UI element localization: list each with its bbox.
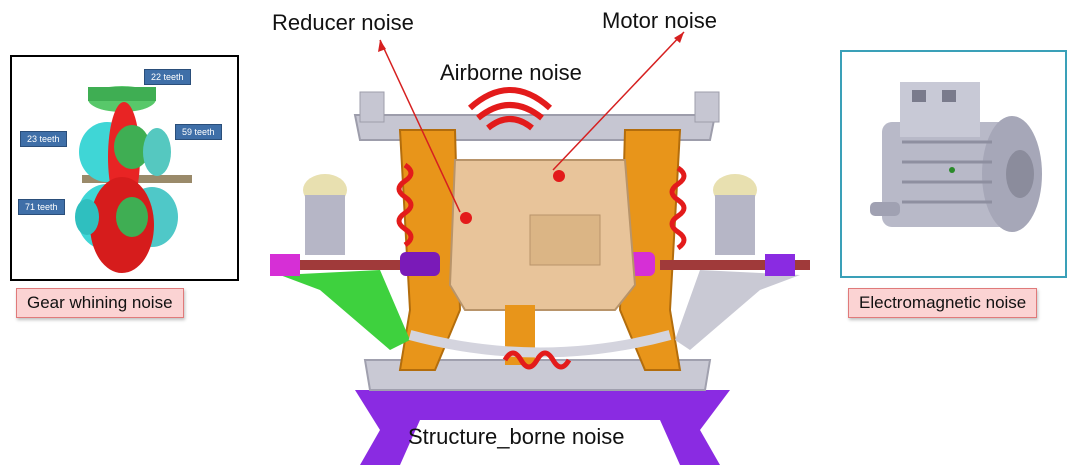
motor-panel bbox=[840, 50, 1067, 278]
electric-motor-illustration bbox=[870, 82, 1042, 232]
tooth-label-71: 71 teeth bbox=[18, 199, 65, 215]
tooth-label-23: 23 teeth bbox=[20, 131, 67, 147]
tooth-label-59: 59 teeth bbox=[175, 124, 222, 140]
motor-noise-label: Motor noise bbox=[602, 8, 717, 33]
electromagnetic-noise-label: Electromagnetic noise bbox=[848, 288, 1038, 318]
gear-train-illustration bbox=[75, 86, 192, 273]
gear-panel: 22 teeth 23 teeth 59 teeth 71 teeth bbox=[10, 55, 239, 281]
tooth-label-22: 22 teeth bbox=[144, 69, 191, 85]
gear-whining-noise-label: Gear whining noise bbox=[16, 288, 184, 318]
subframe-illustration bbox=[270, 91, 810, 465]
airborne-noise-label: Airborne noise bbox=[440, 60, 582, 85]
structure-borne-noise-label: Structure_borne noise bbox=[408, 424, 625, 449]
reducer-noise-label: Reducer noise bbox=[272, 10, 414, 35]
